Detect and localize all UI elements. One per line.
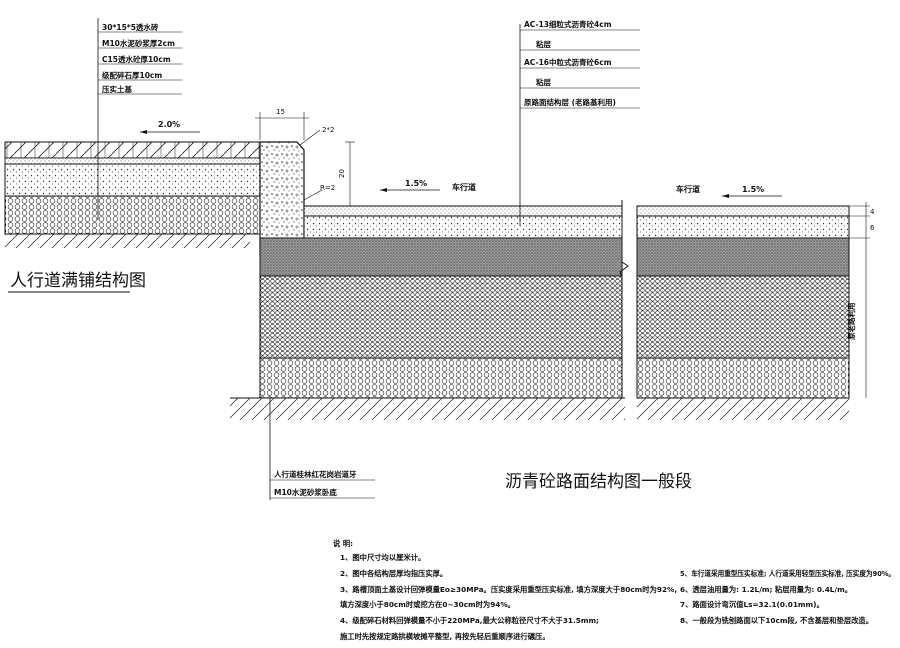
road-old-subbase-layer (259, 357, 623, 399)
road-old-subbase-layer-right (636, 357, 850, 399)
note-4b: 施工时先按规定路拱横坡摊平整型, 再按先轻后重顺序进行碾压。 (340, 632, 550, 641)
note-2: 2、图中各结构层厚均指压实厚。 (340, 569, 447, 578)
curb-radius-label: R=2 (320, 184, 335, 192)
road-old-dark-layer (259, 237, 623, 277)
road-old-base-layer-right (636, 275, 850, 359)
dim-6: 6 (870, 224, 875, 232)
note-6: 6、透层油用量为: 1.2L/m; 粘层用量为: 0.4L/m。 (680, 585, 852, 594)
sidewalk-title: 人行道满铺结构图 (10, 271, 146, 291)
sidewalk-section: 2.0% 30*15*5透水砖 M10水泥砂浆厚2cm C15透水砼厚10cm … (4, 18, 261, 293)
road-lane-label-2: 车行道 (676, 184, 700, 194)
curb-stone (259, 141, 305, 256)
road-layer-3: AC-16中粒式沥青砼6cm (524, 57, 612, 67)
sidewalk-concrete-layer (4, 163, 261, 197)
road-ac16-layer-right (636, 215, 850, 239)
road-ground-left (230, 398, 625, 420)
road-ground-right (637, 398, 849, 420)
sidewalk-layer-3: C15透水砼厚10cm (102, 54, 171, 64)
road-layer-4: 粘层 (535, 77, 551, 87)
notes-block: 说 明: 1、图中尺寸均以厘米计。 2、图中各结构层厚均指压实厚。 3、路槽顶面… (333, 539, 895, 641)
dim-4: 4 (870, 208, 875, 216)
sidewalk-brick-layer (4, 141, 261, 159)
road-ac13-layer-right (636, 205, 850, 217)
road-layer-5: 原路面结构层 (老路基利用) (524, 97, 616, 107)
road-slope-label-2: 1.5% (742, 185, 764, 194)
road-ac13-layer (303, 205, 623, 217)
curb-width-dim: 15 (276, 108, 285, 116)
note-7: 7、路面设计弯沉值Ls=32.1(0.01mm)。 (680, 600, 824, 609)
old-road-side-label: 原老路利用 (846, 303, 856, 341)
road-old-dark-layer-right (636, 237, 850, 277)
sidewalk-layer-4: 级配碎石厚10cm (101, 70, 162, 80)
note-4: 4、级配碎石材料回弹模量不小于220MPa,最大公称粒径尺寸不大于31.5mm; (340, 616, 599, 625)
note-3b: 填方深度小于80cm时或挖方在0~30cm时为94%。 (340, 600, 515, 609)
road-section: 4 6 原老路利用 1.5% 车行道 车行道 1.5% AC-13细粒式沥青砼4… (230, 19, 875, 492)
road-layer-1: AC-13细粒式沥青砼4cm (524, 19, 612, 29)
curb-callout-1: 人行道桂林红花岗岩道牙 (274, 469, 357, 479)
curb-chamfer-dim: 2*2 (322, 126, 334, 134)
sidewalk-layer-5: 压实土基 (102, 84, 132, 94)
note-5: 5、车行道采用重型压实标准; 人行道采用轻型压实标准, 压实度为90%。 (680, 569, 895, 578)
sidewalk-slope-label: 2.0% (158, 120, 180, 129)
road-slope-label-1: 1.5% (405, 179, 427, 188)
note-3: 3、路槽顶面土基设计回弹模量Eo≥30MPa。压实度采用重型压实标准, 填方深度… (340, 585, 677, 594)
curb-callout-2: M10水泥砂浆卧底 (274, 487, 337, 497)
note-1: 1、图中尺寸均以厘米计。 (340, 553, 425, 562)
sidewalk-gravel-layer (4, 195, 261, 235)
break-mark (619, 200, 629, 398)
sidewalk-mortar-layer (4, 157, 261, 165)
sidewalk-layer-2: M10水泥砂浆厚2cm (102, 38, 175, 48)
road-old-base-layer (259, 275, 623, 359)
sidewalk-ground (5, 234, 250, 248)
note-8: 8、一般段为铣刨路面以下10cm段, 不含基层和垫层改造。 (680, 616, 873, 625)
road-lane-label-1: 车行道 (452, 182, 476, 192)
road-layer-2: 粘层 (535, 39, 551, 49)
curb-height-dim: 20 (338, 169, 346, 178)
road-ac16-layer (303, 215, 623, 239)
sidewalk-layer-1: 30*15*5透水砖 (102, 22, 159, 32)
notes-heading: 说 明: (333, 539, 353, 548)
road-title: 沥青砼路面结构图一般段 (505, 472, 692, 492)
